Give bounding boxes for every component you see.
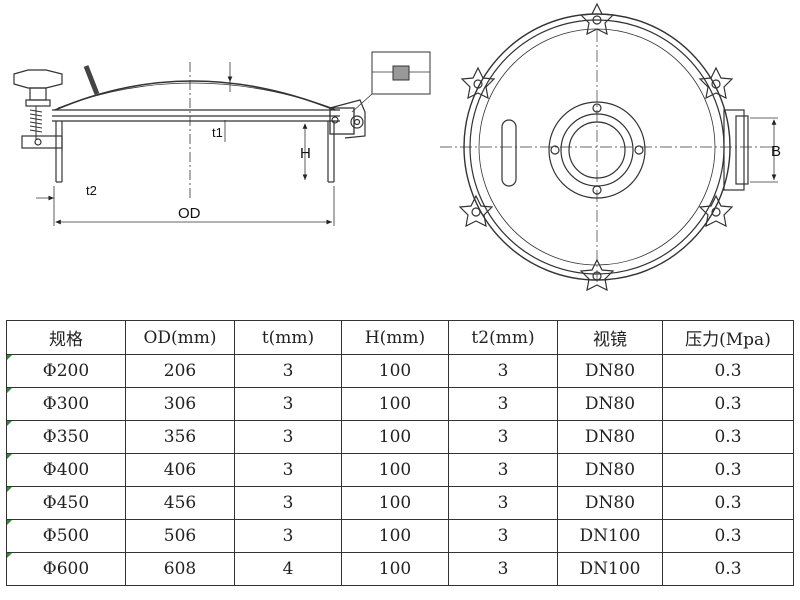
top-view bbox=[440, 2, 778, 292]
cell-t: 4 bbox=[234, 552, 342, 586]
table-row: Φ400 406 3 100 3 DN80 0.3 bbox=[6, 453, 794, 487]
cell-pressure: 0.3 bbox=[662, 552, 794, 586]
knob-upper-left bbox=[460, 66, 496, 100]
cell-h: 100 bbox=[341, 453, 449, 487]
header-h: H(mm) bbox=[341, 320, 449, 355]
cell-t: 3 bbox=[234, 354, 342, 388]
knob-top bbox=[579, 2, 615, 36]
cell-t: 3 bbox=[234, 453, 342, 487]
cell-t2: 3 bbox=[448, 387, 558, 421]
table-row: Φ350 356 3 100 3 DN80 0.3 bbox=[6, 420, 794, 454]
cell-t2: 3 bbox=[448, 486, 558, 520]
cell-t2: 3 bbox=[448, 420, 558, 454]
cell-t2: 3 bbox=[448, 453, 558, 487]
cell-od: 456 bbox=[125, 486, 235, 520]
table-row: Φ500 506 3 100 3 DN100 0.3 bbox=[6, 519, 794, 553]
cell-od: 406 bbox=[125, 453, 235, 487]
cell-t: 3 bbox=[234, 486, 342, 520]
cell-sight-glass: DN100 bbox=[557, 552, 663, 586]
cell-od: 206 bbox=[125, 354, 235, 388]
cell-od: 608 bbox=[125, 552, 235, 586]
knob-lower-left bbox=[458, 194, 494, 228]
header-t: t(mm) bbox=[234, 320, 342, 355]
knob-upper-right bbox=[698, 66, 734, 100]
cell-h: 100 bbox=[341, 519, 449, 553]
cell-od: 506 bbox=[125, 519, 235, 553]
cell-pressure: 0.3 bbox=[662, 519, 794, 553]
cell-pressure: 0.3 bbox=[662, 486, 794, 520]
technical-drawings: t1 H t2 OD bbox=[13, 2, 781, 292]
label-B: B bbox=[771, 143, 781, 160]
table-row: Φ200 206 3 100 3 DN80 0.3 bbox=[6, 354, 794, 388]
cell-sight-glass: DN100 bbox=[557, 519, 663, 553]
cell-pressure: 0.3 bbox=[662, 387, 794, 421]
cell-t2: 3 bbox=[448, 552, 558, 586]
header-pressure: 压力(Mpa) bbox=[662, 320, 794, 355]
cell-od: 356 bbox=[125, 420, 235, 454]
cell-t: 3 bbox=[234, 387, 342, 421]
label-t1: t1 bbox=[212, 125, 223, 140]
cell-od: 306 bbox=[125, 387, 235, 421]
cell-spec: Φ600 bbox=[6, 552, 126, 586]
header-od: OD(mm) bbox=[125, 320, 235, 355]
cell-h: 100 bbox=[341, 486, 449, 520]
cell-spec: Φ350 bbox=[6, 420, 126, 454]
table-header-row: 规格 OD(mm) t(mm) H(mm) t2(mm) 视镜 压力(Mpa) bbox=[6, 320, 794, 355]
cell-pressure: 0.3 bbox=[662, 354, 794, 388]
cell-pressure: 0.3 bbox=[662, 420, 794, 454]
cell-sight-glass: DN80 bbox=[557, 387, 663, 421]
cell-h: 100 bbox=[341, 387, 449, 421]
cell-h: 100 bbox=[341, 354, 449, 388]
cell-spec: Φ450 bbox=[6, 486, 126, 520]
cell-spec: Φ500 bbox=[6, 519, 126, 553]
cell-spec: Φ200 bbox=[6, 354, 126, 388]
cell-spec: Φ300 bbox=[6, 387, 126, 421]
knob-bottom bbox=[579, 258, 615, 292]
header-spec: 规格 bbox=[6, 320, 126, 355]
cell-t2: 3 bbox=[448, 354, 558, 388]
cell-h: 100 bbox=[341, 552, 449, 586]
cell-sight-glass: DN80 bbox=[557, 453, 663, 487]
header-sight-glass: 视镜 bbox=[557, 320, 663, 355]
table-row: Φ600 608 4 100 3 DN100 0.3 bbox=[6, 552, 794, 586]
label-H: H bbox=[300, 145, 311, 162]
table-row: Φ300 306 3 100 3 DN80 0.3 bbox=[6, 387, 794, 421]
knob-lower-right bbox=[698, 194, 734, 228]
cell-sight-glass: DN80 bbox=[557, 486, 663, 520]
cell-sight-glass: DN80 bbox=[557, 354, 663, 388]
table-row: Φ450 456 3 100 3 DN80 0.3 bbox=[6, 486, 794, 520]
cell-t: 3 bbox=[234, 519, 342, 553]
cell-h: 100 bbox=[341, 420, 449, 454]
label-OD: OD bbox=[178, 205, 201, 222]
side-view bbox=[13, 51, 431, 226]
cell-t2: 3 bbox=[448, 519, 558, 553]
cell-sight-glass: DN80 bbox=[557, 420, 663, 454]
spec-table: 规格 OD(mm) t(mm) H(mm) t2(mm) 视镜 压力(Mpa) … bbox=[6, 320, 794, 586]
label-t2: t2 bbox=[86, 183, 97, 198]
header-t2: t2(mm) bbox=[448, 320, 558, 355]
cell-pressure: 0.3 bbox=[662, 453, 794, 487]
cell-spec: Φ400 bbox=[6, 453, 126, 487]
cell-t: 3 bbox=[234, 420, 342, 454]
